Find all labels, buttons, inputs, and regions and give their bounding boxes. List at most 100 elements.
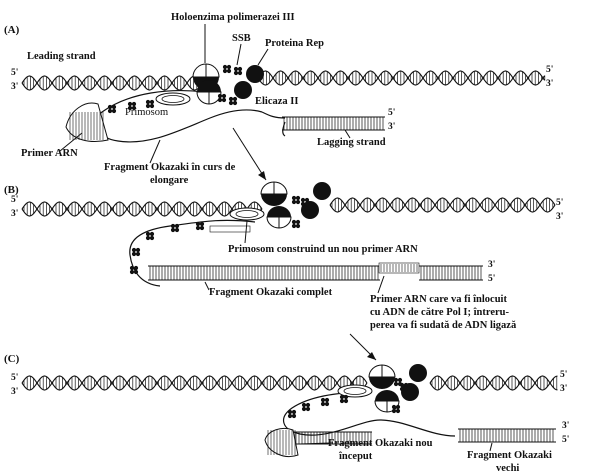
okazaki-pointer-a bbox=[149, 139, 161, 164]
lagging-template-b bbox=[129, 219, 256, 287]
ssb-protein bbox=[145, 99, 155, 109]
panel-b-letter: (B) bbox=[4, 184, 19, 196]
panel-a-letter: (A) bbox=[4, 24, 20, 36]
end-3-mid-a: 3' bbox=[388, 122, 395, 132]
primosome-new-label-b: Primosom construind un nou primer ARN bbox=[228, 244, 418, 255]
strand bbox=[21, 375, 368, 391]
ssb-proteins-b bbox=[129, 195, 310, 275]
end-3-mid-c: 3' bbox=[562, 421, 569, 431]
lagging-template-tail-a bbox=[261, 111, 286, 119]
ssb-protein bbox=[300, 197, 310, 207]
primosome-b bbox=[229, 207, 265, 221]
lagging-strand-label-a: Lagging strand bbox=[317, 137, 386, 148]
ssb-protein bbox=[320, 397, 330, 407]
leading-helix-a bbox=[21, 75, 198, 91]
ssb-protein bbox=[145, 231, 155, 241]
end-5-right-b: 5' bbox=[556, 198, 563, 208]
primosome-label-a: Primosom bbox=[125, 107, 168, 118]
end-5-left-a: 5' bbox=[11, 68, 18, 78]
helicase-ii-b bbox=[301, 201, 319, 219]
rep-pointer-a bbox=[257, 48, 269, 66]
ssb-label-a: SSB bbox=[232, 33, 251, 44]
okazaki-new-pointer-c bbox=[299, 442, 331, 445]
parental-helix-a bbox=[257, 70, 546, 86]
okazaki-old-label2-c: vechi bbox=[496, 463, 519, 474]
primosome-pointer-b bbox=[244, 220, 248, 244]
strand bbox=[21, 375, 368, 391]
rna-primer-a bbox=[65, 102, 109, 142]
okazaki-new-label-c: Fragment Okazaki nou bbox=[328, 438, 433, 449]
parental-helix-b bbox=[329, 197, 556, 213]
ssb-protein bbox=[391, 404, 401, 414]
ssb-proteins-a bbox=[107, 64, 243, 114]
panel-a: (A) Primosom bbox=[4, 12, 553, 186]
primer-note-line2-b: cu ADN de către Pol I; întreru- bbox=[370, 307, 510, 318]
okazaki-new-label2-c: început bbox=[338, 451, 373, 462]
end-5-right-c: 5' bbox=[560, 370, 567, 380]
lagging-tail-a bbox=[282, 121, 286, 137]
okazaki-label-a: Fragment Okazaki în curs de bbox=[104, 162, 236, 173]
rna-primer-new-c bbox=[264, 427, 299, 457]
pol-iii-holoenzyme-c bbox=[368, 364, 400, 413]
primer-note-pointer-b bbox=[377, 275, 385, 294]
ssb-protein bbox=[170, 223, 180, 233]
ssb-protein bbox=[131, 247, 141, 257]
rep-protein-b bbox=[313, 182, 331, 200]
strand bbox=[21, 75, 198, 91]
ssb-protein bbox=[222, 64, 232, 74]
leading-helix-b bbox=[21, 201, 263, 217]
ssb-protein bbox=[217, 93, 227, 103]
transition-arrow-ab bbox=[232, 127, 267, 181]
panel-c-letter: (C) bbox=[4, 353, 20, 365]
primer-pointer-a bbox=[59, 132, 83, 152]
panel-b: (B) Primosom construind un nou primer AR… bbox=[4, 181, 563, 331]
ssb-protein bbox=[228, 96, 238, 106]
rna-primer-label-a: Primer ARN bbox=[21, 148, 78, 159]
ssb-protein bbox=[399, 382, 409, 392]
rep-label-a: Proteina Rep bbox=[265, 38, 324, 49]
ssb-protein bbox=[127, 101, 137, 111]
end-3-right-a: 3' bbox=[546, 79, 553, 89]
old-okazaki-duplex-c bbox=[458, 428, 556, 443]
leading-helix-c bbox=[21, 375, 368, 391]
helicase-ii-a bbox=[234, 81, 252, 99]
ssb-protein bbox=[339, 394, 349, 404]
rep-protein-c bbox=[409, 364, 427, 382]
strand bbox=[257, 70, 545, 86]
lagging-template-c bbox=[283, 391, 456, 437]
ssb-protein bbox=[233, 66, 243, 76]
end-5-left-b: 5' bbox=[11, 195, 18, 205]
end-3-mid-b: 3' bbox=[488, 260, 495, 270]
okazaki-complete-label-b: Fragment Okazaki complet bbox=[209, 287, 333, 298]
ssb-protein bbox=[287, 409, 297, 419]
ssb-protein bbox=[393, 377, 403, 387]
ssb-protein bbox=[291, 195, 301, 205]
rna-primer-old-b bbox=[378, 262, 420, 274]
strand bbox=[21, 75, 198, 91]
rep-protein-a bbox=[246, 65, 264, 83]
lagging-duplex-a bbox=[282, 116, 385, 131]
lagging-template-loop-a bbox=[95, 90, 263, 143]
ssb-proteins-c bbox=[287, 377, 409, 419]
strand bbox=[429, 375, 558, 391]
primer-note-line3-b: perea va fi sudată de ADN ligază bbox=[370, 320, 517, 331]
strand bbox=[429, 375, 558, 391]
strand bbox=[21, 201, 263, 217]
end-3-left-b: 3' bbox=[11, 209, 18, 219]
ssb-pointer-a bbox=[236, 43, 242, 66]
lagging-duplex-b bbox=[148, 225, 483, 281]
end-3-right-b: 3' bbox=[556, 212, 563, 222]
ssb-protein bbox=[301, 402, 311, 412]
end-3-left-c: 3' bbox=[11, 387, 18, 397]
okazaki-old-pointer-c bbox=[489, 442, 493, 452]
pol-iii-holoenzyme-b bbox=[260, 181, 292, 229]
holoenzyme-label-a: Holoenzima polimerazei III bbox=[171, 12, 295, 23]
primosome-a: Primosom bbox=[125, 92, 191, 118]
primosome-c bbox=[337, 384, 373, 398]
primer-note-line1-b: Primer ARN care va fi înlocuit bbox=[370, 294, 507, 305]
transition-arrow-bc bbox=[349, 333, 377, 361]
okazaki-old-label-c: Fragment Okazaki bbox=[467, 450, 552, 461]
strand bbox=[257, 70, 545, 86]
helicase-label-a: Elicaza II bbox=[255, 96, 298, 107]
